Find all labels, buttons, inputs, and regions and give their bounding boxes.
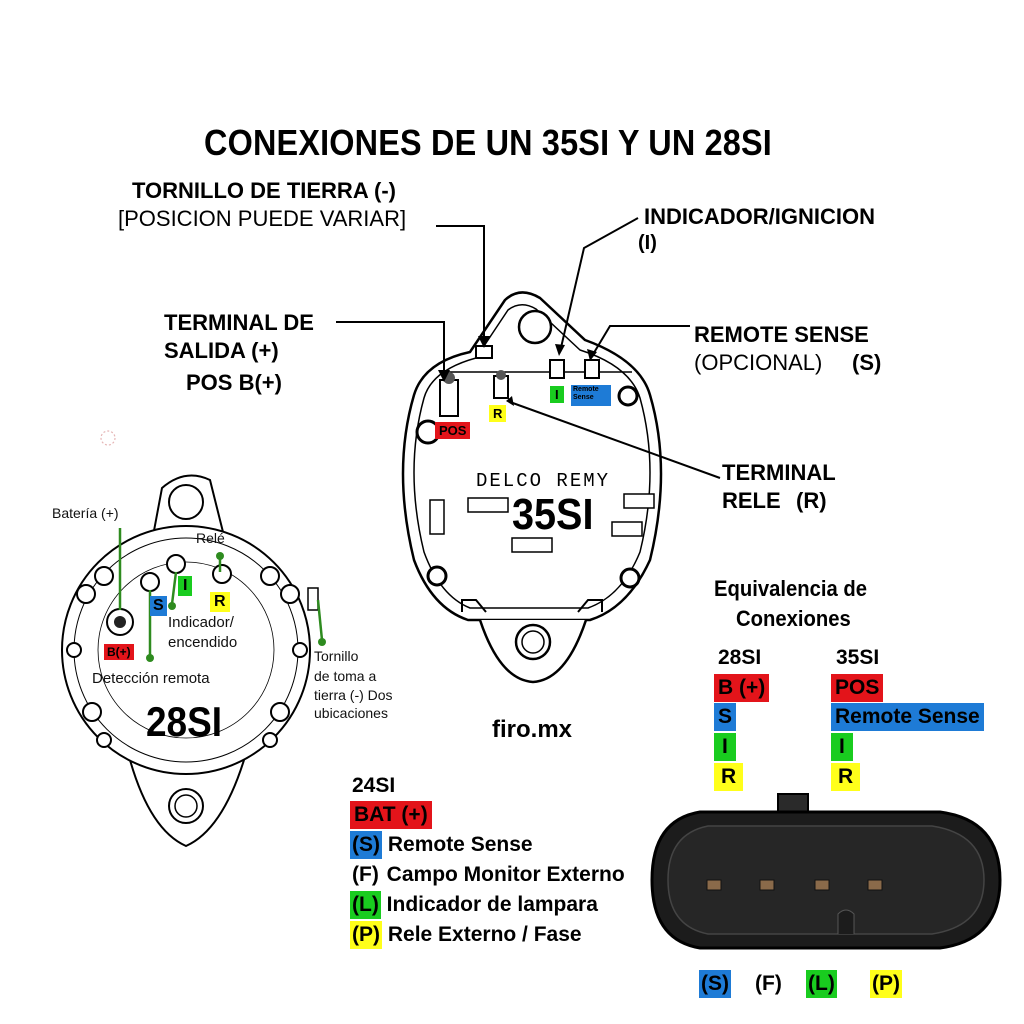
list24-code-p: (P) bbox=[350, 921, 382, 949]
equivalence-28si-b: B (+) bbox=[714, 674, 770, 702]
callout-relay-line1: TERMINAL bbox=[722, 460, 836, 485]
callout-ground-note: [POSICION PUEDE VARIAR] bbox=[118, 206, 407, 231]
leader-indicator-28si bbox=[170, 571, 178, 605]
callout-relay-code: (R) bbox=[796, 488, 827, 513]
equivalence-col-28si: 28SI bbox=[718, 646, 762, 669]
label-ground-28si-line1: Tornillo bbox=[314, 648, 359, 664]
list24-item-p: (P) Rele Externo / Fase bbox=[350, 921, 582, 949]
label-ground-28si-line3: tierra (-) Dos bbox=[314, 687, 393, 703]
label-ground-28si-line2: de toma a bbox=[314, 668, 377, 684]
label-ground-28si-line4: ubicaciones bbox=[314, 705, 388, 721]
list24-code-f: (F) bbox=[352, 863, 379, 886]
callout-remote-code: (S) bbox=[852, 350, 882, 375]
leader-relay bbox=[509, 401, 721, 479]
connector-label-f: (F) bbox=[755, 972, 782, 995]
label-relay-28si: Relé bbox=[196, 530, 225, 546]
connector-label-p: (P) bbox=[870, 970, 902, 998]
callout-indicator-code: (I) bbox=[638, 232, 657, 254]
connector-pin-f bbox=[759, 879, 775, 891]
leader-remote bbox=[591, 325, 690, 357]
connector-label-l: (L) bbox=[806, 970, 837, 998]
equivalence-title-line1: Equivalencia de bbox=[714, 576, 867, 601]
label-indicator-28si-line1: Indicador/ bbox=[168, 614, 234, 631]
chip-i-28si: I bbox=[178, 576, 193, 596]
callout-relay-line2: RELE bbox=[722, 488, 781, 513]
label-remote-28si: Detección remota bbox=[92, 670, 210, 687]
list24-code-l: (L) bbox=[350, 891, 381, 919]
model-label-35si: 35SI bbox=[512, 490, 594, 539]
list24-item-f: (F) Campo Monitor Externo bbox=[350, 861, 625, 889]
chip-i-35si: I bbox=[550, 386, 564, 403]
chip-s-28si: S bbox=[150, 596, 167, 616]
callout-output-line1: TERMINAL DE bbox=[164, 310, 314, 335]
connector-label-s: (S) bbox=[699, 970, 731, 998]
equivalence-35si-pos: POS bbox=[831, 674, 884, 702]
equivalence-35si-remote-sense: Remote Sense bbox=[831, 703, 984, 731]
callout-output-line2: SALIDA (+) bbox=[164, 338, 279, 363]
callout-output-line3: POS B(+) bbox=[186, 370, 282, 395]
equivalence-35si-i: I bbox=[831, 733, 853, 761]
chip-remote-sense-35si: Remote Sense bbox=[571, 385, 611, 406]
chip-r-28si: R bbox=[210, 592, 230, 612]
mount-hole-top bbox=[517, 309, 553, 345]
list24-title: 24SI bbox=[352, 774, 396, 797]
equivalence-col-35si: 35SI bbox=[836, 646, 880, 669]
equivalence-28si-s: S bbox=[714, 703, 737, 731]
list24-text-l: Indicador de lampara bbox=[386, 893, 598, 916]
brand-label-35si: DELCO REMY bbox=[476, 470, 611, 492]
leader-ground bbox=[436, 225, 485, 344]
equivalence-28si-r: R bbox=[714, 763, 744, 791]
list24-code-s: (S) bbox=[350, 831, 382, 859]
model-label-28si: 28SI bbox=[146, 698, 223, 745]
equivalence-title-line2: Conexiones bbox=[736, 606, 851, 631]
list24-text-f: Campo Monitor Externo bbox=[386, 863, 625, 886]
label-battery-28si: Batería (+) bbox=[52, 505, 119, 521]
connector-pin-l bbox=[814, 879, 830, 891]
callout-remote-title: REMOTE SENSE bbox=[694, 322, 869, 347]
callout-ground-title: TORNILLO DE TIERRA (-) bbox=[132, 178, 396, 203]
chip-b-28si: B(+) bbox=[104, 644, 134, 660]
leader-indicator bbox=[559, 217, 639, 353]
page-title: CONEXIONES DE UN 35SI Y UN 28SI bbox=[204, 122, 772, 163]
list24-item-l: (L) Indicador de lampara bbox=[350, 891, 598, 919]
callout-indicator-title: INDICADOR/IGNICION bbox=[644, 204, 875, 229]
equivalence-28si-i: I bbox=[714, 733, 736, 761]
list24-item-s: (S) Remote Sense bbox=[350, 831, 533, 859]
callout-remote-note: (OPCIONAL) bbox=[694, 350, 823, 375]
chip-r-35si: R bbox=[489, 405, 507, 422]
leader-ground-28si bbox=[316, 599, 324, 641]
equivalence-35si-r: R bbox=[831, 763, 861, 791]
list24-text-p: Rele Externo / Fase bbox=[387, 923, 582, 946]
connector-pin-p bbox=[867, 879, 883, 891]
list24-text-s: Remote Sense bbox=[387, 833, 533, 856]
leader-output bbox=[336, 321, 445, 376]
connector-pin-s bbox=[706, 879, 722, 891]
chip-pos-35si: POS bbox=[435, 422, 471, 439]
website-label: firo.mx bbox=[492, 716, 573, 743]
label-indicator-28si-line2: encendido bbox=[168, 634, 238, 651]
list24-bat: BAT (+) bbox=[350, 801, 432, 829]
